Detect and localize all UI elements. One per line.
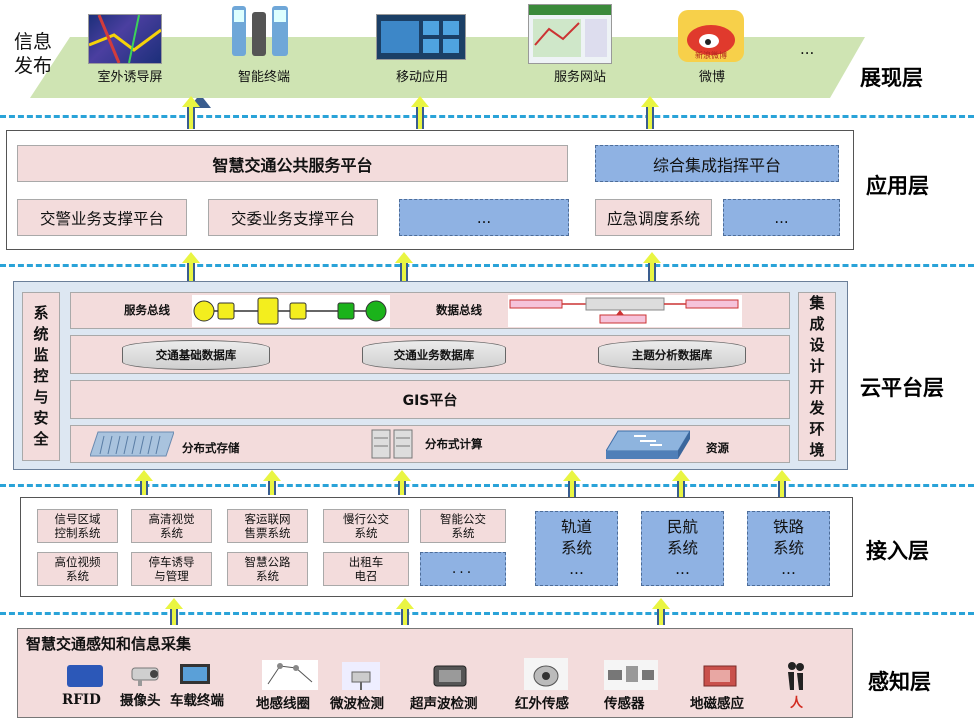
ultrasonic-detector-icon (433, 665, 467, 687)
data-bus-label: 数据总线 (436, 303, 482, 317)
system-monitoring-security: 系统监控与安全 (22, 292, 60, 461)
camera-label: 摄像头 (120, 693, 161, 709)
perception-title: 智慧交通感知和信息采集 (26, 635, 192, 653)
taxi-call-system: 出租车 电召 (323, 552, 409, 586)
slow-transit-system: 慢行公交 系统 (323, 509, 409, 543)
loop-detector-label: 地感线圈 (256, 696, 310, 712)
up-arrow (641, 96, 659, 129)
weibo-logo-text: 新浪微博 (695, 51, 727, 60)
service-website-image (528, 4, 612, 64)
high-video-system: 高位视频 系统 (37, 552, 118, 586)
sensor-icon (604, 660, 658, 690)
up-arrow (135, 470, 153, 495)
layer-divider (0, 264, 974, 267)
up-arrow (393, 470, 411, 495)
command-platform: 综合集成指挥平台 (595, 145, 839, 182)
outdoor-screen-image (88, 14, 162, 64)
integrated-dev-environment: 集成设计开发环境 (798, 292, 836, 461)
outdoor-screen-label: 室外诱导屏 (97, 70, 163, 85)
up-arrow (411, 96, 429, 129)
access-more: ... (420, 552, 506, 586)
vehicle-terminal-label: 车载终端 (170, 693, 224, 709)
application-more-2: ... (723, 199, 840, 236)
infrared-sensor-icon (524, 658, 568, 690)
gis-platform: GIS平台 (70, 380, 790, 419)
smart-bus-system: 智能公交 系统 (420, 509, 506, 543)
microwave-label: 微波检测 (330, 696, 384, 712)
rfid-label: RFID (62, 692, 101, 708)
layer-divider (0, 484, 974, 487)
up-arrow (643, 252, 661, 281)
parking-guidance: 停车诱导 与管理 (131, 552, 212, 586)
up-arrow (182, 252, 200, 281)
weibo-logo-icon: 新浪微博 (678, 10, 744, 62)
layer-label-application: 应用层 (866, 174, 929, 198)
civil-aviation-system: 民航 系统 ... (641, 511, 724, 586)
service-bus-label: 服务总线 (124, 303, 170, 317)
service-bus-diagram (192, 295, 390, 327)
signal-control-system: 信号区域 控制系统 (37, 509, 118, 543)
distributed-compute-label: 分布式计算 (425, 437, 483, 451)
smart-terminal-image (226, 4, 296, 62)
distributed-storage-label: 分布式存储 (182, 441, 240, 455)
up-arrow (395, 252, 413, 281)
person-icon (788, 662, 804, 690)
layer-label-presentation: 展现层 (860, 66, 923, 90)
up-arrow (263, 470, 281, 495)
network-switch-icon (606, 430, 690, 459)
loop-detector-icon (262, 660, 318, 690)
layer-divider (0, 115, 974, 118)
mobile-app-image (376, 14, 466, 60)
infrared-label: 红外传感 (515, 696, 569, 712)
weibo-label: 微博 (698, 70, 725, 85)
rail-transit-system: 轨道 系统 ... (535, 511, 618, 586)
emergency-dispatch-system: 应急调度系统 (595, 199, 712, 236)
layer-divider (0, 612, 974, 615)
camera-icon (131, 667, 159, 686)
storage-icon (90, 431, 174, 457)
hd-vision-system: 高清视觉 系统 (131, 509, 212, 543)
server-icon (371, 429, 413, 459)
up-arrow (165, 598, 183, 625)
rfid-icon (67, 665, 103, 687)
ticketing-system: 客运联网 售票系统 (227, 509, 308, 543)
vehicle-terminal-icon (180, 664, 210, 684)
smart-terminal-label: 智能终端 (237, 70, 290, 85)
sensor-label: 传感器 (604, 696, 645, 712)
magnetic-label: 地磁感应 (690, 696, 744, 712)
topic-analysis-db: 主题分析数据库 (598, 340, 746, 370)
service-website-label: 服务网站 (553, 70, 606, 85)
traffic-base-db: 交通基础数据库 (122, 340, 270, 370)
up-arrow (182, 94, 211, 129)
resource-label: 资源 (706, 441, 729, 455)
layer-label-access: 接入层 (866, 539, 929, 563)
microwave-detector-icon (342, 662, 380, 690)
traffic-business-db: 交通业务数据库 (362, 340, 506, 370)
person-label: 人 (790, 696, 804, 711)
transport-commission-platform: 交委业务支撑平台 (208, 199, 378, 236)
railway-system: 铁路 系统 ... (747, 511, 830, 586)
mobile-app-label: 移动应用 (395, 70, 448, 85)
presentation-more: ... (800, 40, 815, 58)
layer-label-perception: 感知层 (868, 670, 931, 694)
application-more: ... (399, 199, 569, 236)
police-platform: 交警业务支撑平台 (17, 199, 187, 236)
up-arrow (396, 598, 414, 625)
layer-label-cloud: 云平台层 (860, 376, 944, 400)
ultrasonic-label: 超声波检测 (410, 696, 478, 712)
up-arrow (652, 598, 670, 625)
public-service-platform: 智慧交通公共服务平台 (17, 145, 568, 182)
data-bus-diagram (508, 295, 742, 327)
magnetic-sensor-icon (703, 665, 737, 687)
info-release-label: 信息 发布 (14, 31, 53, 77)
smart-highway-system: 智慧公路 系统 (227, 552, 308, 586)
